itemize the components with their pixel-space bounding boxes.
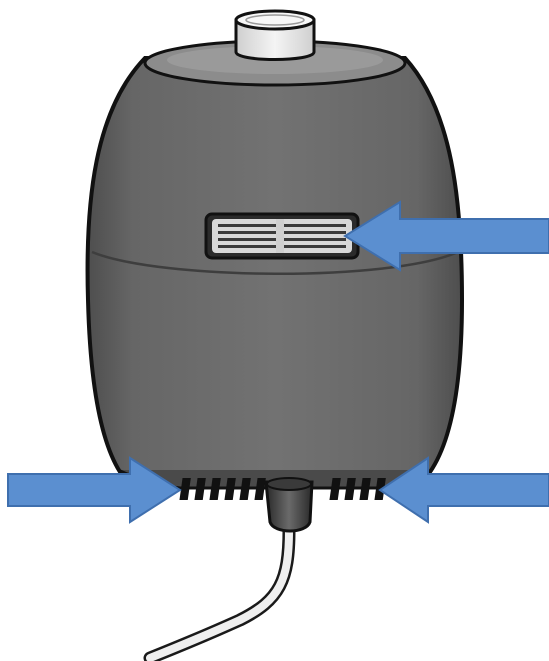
intake-slot [344, 478, 356, 500]
top-cap [143, 9, 407, 87]
intake-slot [329, 478, 341, 500]
rear-air-vent [204, 212, 360, 260]
intake-slot [179, 478, 191, 500]
arrow-bottom-left [7, 456, 182, 524]
intake-slot [209, 478, 221, 500]
intake-slot [254, 478, 266, 500]
bottom-air-intake [179, 478, 386, 500]
intake-slot [224, 478, 236, 500]
arrow-bottom-right [378, 456, 549, 524]
intake-slot [359, 478, 371, 500]
power-cord [143, 523, 296, 661]
intake-slot [239, 478, 251, 500]
fryer-body [85, 56, 465, 490]
intake-slot [194, 478, 206, 500]
cord-grommet [264, 477, 314, 533]
arrow-rear-vent [343, 200, 549, 272]
